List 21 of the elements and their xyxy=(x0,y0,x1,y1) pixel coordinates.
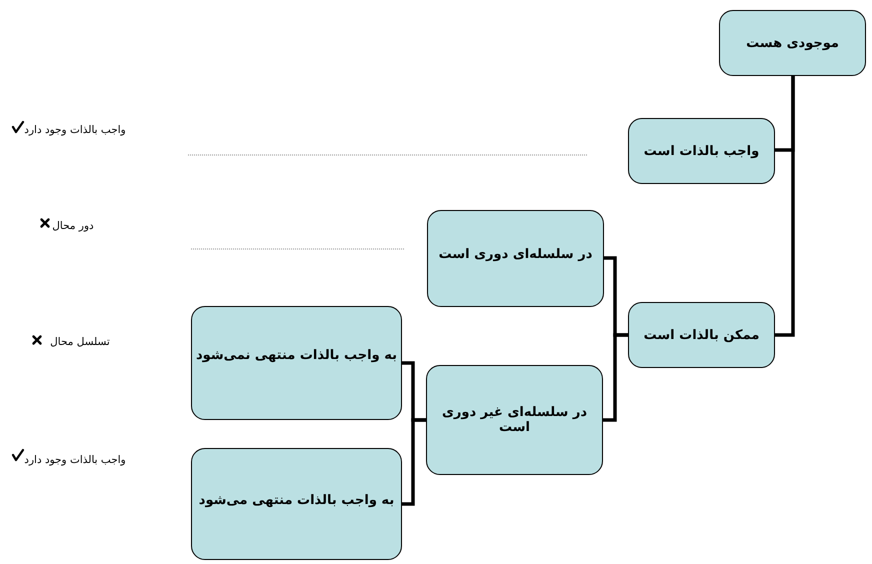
box-text: در سلسله‌ای دوری است xyxy=(438,247,592,262)
connector-line xyxy=(603,333,628,422)
process-box xyxy=(191,306,402,420)
box-text: در سلسله‌ای غیر دوری است xyxy=(440,405,588,435)
process-box xyxy=(628,118,775,184)
process-box xyxy=(426,365,603,475)
box-text: ممکن بالذات است xyxy=(644,328,760,342)
box-text: به واجب بالذات منتهی نمی‌شود xyxy=(196,348,397,362)
note-text: واجب بالذات وجود دارد xyxy=(24,454,126,466)
note-text: تسلسل محال xyxy=(50,336,110,348)
box-text: به واجب بالذات منتهی می‌شود xyxy=(198,492,394,508)
process-box xyxy=(719,10,866,76)
connector-line xyxy=(775,76,795,337)
process-box xyxy=(628,302,775,368)
process-box xyxy=(191,448,402,560)
note-text: واجب بالذات وجود دارد xyxy=(24,124,126,136)
connector-line xyxy=(402,418,426,506)
box-text: واجب بالذات است xyxy=(644,144,760,158)
process-box xyxy=(427,210,604,307)
note-text: دور محال xyxy=(52,220,94,232)
box-text: موجودی هست xyxy=(746,36,839,50)
